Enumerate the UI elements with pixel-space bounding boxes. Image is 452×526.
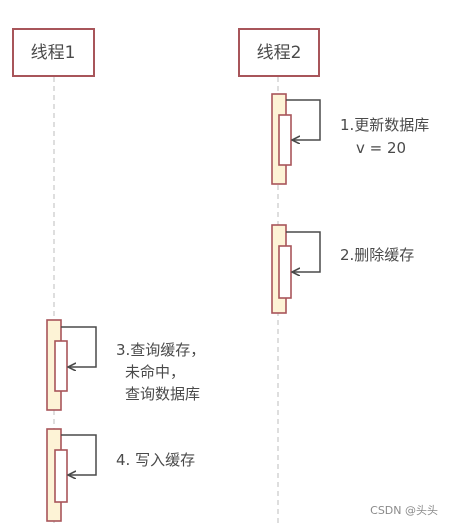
message-3-line-1: 3.查询缓存， bbox=[116, 341, 205, 359]
self-call-arrow bbox=[61, 326, 97, 367]
message-2-self-call: 2.删除缓存 bbox=[271, 224, 414, 314]
activation-bar-inner bbox=[278, 245, 292, 299]
activation-bar-inner bbox=[54, 449, 68, 503]
activation-bar-inner bbox=[54, 340, 68, 392]
self-call-arrow bbox=[286, 231, 321, 272]
message-3-line-3: 查询数据库 bbox=[125, 385, 200, 403]
message-1-line-1: 1.更新数据库 bbox=[340, 116, 429, 134]
message-1-self-call: 1.更新数据库 v = 20 bbox=[271, 93, 429, 185]
message-2-line-1: 2.删除缓存 bbox=[340, 246, 414, 264]
participant-thread-2: 线程2 bbox=[238, 28, 320, 77]
message-3-line-2: 未命中， bbox=[125, 363, 185, 381]
message-1-line-2: v = 20 bbox=[356, 139, 406, 157]
activation-bar-inner bbox=[278, 114, 292, 166]
message-4-line-1: 4. 写入缓存 bbox=[116, 451, 195, 469]
self-call-arrow bbox=[61, 434, 97, 475]
message-3-self-call: 3.查询缓存， 未命中， 查询数据库 bbox=[46, 319, 205, 411]
participant-thread-1: 线程1 bbox=[12, 28, 95, 77]
message-4-self-call: 4. 写入缓存 bbox=[46, 428, 195, 522]
participant-thread-2-label: 线程2 bbox=[257, 43, 302, 63]
participant-thread-1-label: 线程1 bbox=[31, 43, 76, 63]
self-call-arrow bbox=[286, 99, 321, 140]
watermark: CSDN @头头 bbox=[370, 504, 438, 517]
